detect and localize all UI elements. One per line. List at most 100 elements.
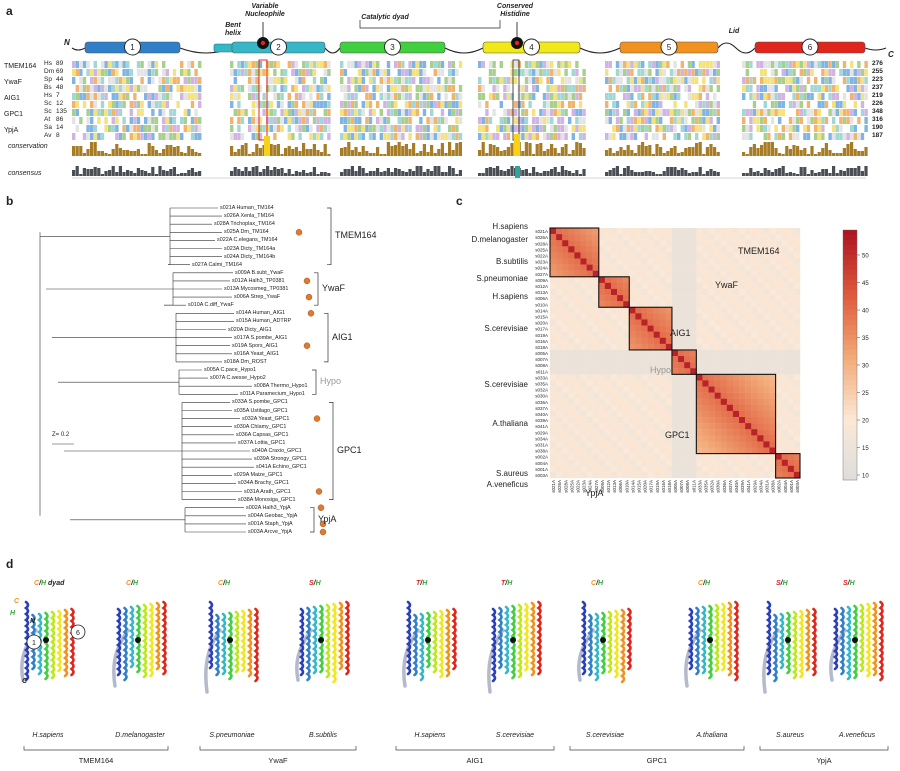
residue-cell bbox=[864, 61, 868, 68]
heatmap-cell bbox=[708, 319, 715, 326]
species-code: Sc bbox=[44, 108, 52, 115]
heatmap-cell bbox=[769, 362, 776, 369]
residue-cell bbox=[118, 101, 123, 108]
residue-cell bbox=[695, 101, 699, 108]
residue-cell bbox=[412, 93, 416, 100]
heatmap-cell bbox=[775, 276, 782, 284]
dyad-nucleophile: C bbox=[698, 580, 704, 587]
heatmap-cell bbox=[739, 453, 746, 460]
residue-cell bbox=[666, 69, 670, 76]
heatmap-cell bbox=[781, 246, 789, 253]
alignment-graphic bbox=[72, 59, 868, 179]
residue-cell bbox=[448, 77, 452, 84]
residue-cell bbox=[781, 125, 785, 132]
heatmap-cell bbox=[751, 423, 758, 430]
heatmap-cell bbox=[739, 410, 746, 418]
residue-cell bbox=[343, 117, 347, 124]
residue-cell bbox=[365, 77, 369, 84]
active-site-marker bbox=[852, 637, 858, 643]
heatmap-cell bbox=[696, 270, 703, 277]
heatmap-cell bbox=[781, 288, 789, 296]
heatmap-cell bbox=[568, 325, 575, 332]
residue-cell bbox=[713, 125, 717, 132]
residue-cell bbox=[705, 101, 710, 108]
heatmap-cell bbox=[586, 392, 593, 399]
residue-cell bbox=[183, 61, 187, 68]
heatmap-cell bbox=[617, 459, 624, 467]
residue-cell bbox=[358, 125, 362, 132]
residue-cell bbox=[75, 117, 79, 124]
conservation-bar bbox=[796, 146, 800, 156]
residue-cell bbox=[560, 77, 565, 84]
heatmap-cell bbox=[751, 368, 758, 375]
residue-cell bbox=[557, 85, 561, 92]
residue-cell bbox=[571, 125, 575, 132]
residue-cell bbox=[560, 117, 565, 124]
residue-cell bbox=[276, 69, 281, 76]
tree-leaf-label: s002A Halh3_YpjA bbox=[246, 504, 291, 511]
residue-cell bbox=[108, 61, 112, 68]
heatmap-cell bbox=[720, 386, 728, 393]
residue-cell bbox=[437, 117, 441, 124]
residue-cell bbox=[100, 109, 105, 116]
heatmap-cell bbox=[586, 471, 593, 479]
heatmap-cell bbox=[556, 331, 563, 338]
residue-cell bbox=[839, 125, 843, 132]
heatmap-cell bbox=[629, 295, 636, 302]
heatmap-cell bbox=[641, 240, 648, 247]
consensus-bar bbox=[506, 169, 510, 176]
heatmap-cell bbox=[757, 276, 764, 284]
consensus-bar bbox=[535, 172, 539, 176]
residue-cell bbox=[630, 93, 634, 100]
heatmap-cell bbox=[769, 331, 776, 338]
heatmap-cell bbox=[562, 417, 569, 424]
heatmap-cell bbox=[793, 313, 801, 320]
residue-cell bbox=[361, 109, 365, 116]
residue-cell bbox=[86, 61, 90, 68]
heatmap-cell bbox=[696, 288, 703, 296]
residue-cell bbox=[850, 69, 854, 76]
residue-cell bbox=[386, 125, 391, 132]
heatmap-cell bbox=[726, 398, 734, 406]
residue-cell bbox=[550, 101, 554, 108]
heatmap-cell bbox=[690, 447, 697, 454]
conservation-bar bbox=[151, 146, 155, 156]
heatmap-cell bbox=[598, 362, 606, 369]
colorbar-segment bbox=[843, 395, 857, 401]
heatmap-cell bbox=[586, 301, 593, 308]
heatmap-cell bbox=[696, 307, 703, 314]
helix-ribbon bbox=[497, 606, 503, 670]
heatmap-cell bbox=[556, 343, 563, 351]
heatmap-cell bbox=[739, 307, 746, 314]
heatmap-cell bbox=[684, 459, 691, 467]
heatmap-cell bbox=[696, 240, 703, 247]
residue-cell bbox=[262, 85, 266, 92]
conservation-bar bbox=[365, 151, 369, 156]
helix-ribbon bbox=[619, 608, 626, 684]
residue-cell bbox=[864, 101, 868, 108]
residue-cell bbox=[637, 93, 641, 100]
heatmap-cell bbox=[763, 435, 770, 442]
heatmap-col-id: s009A bbox=[600, 480, 605, 493]
heatmap-cell bbox=[739, 429, 746, 436]
heatmap-cell bbox=[781, 423, 789, 430]
residue-cell bbox=[194, 77, 198, 84]
heatmap-cell bbox=[574, 276, 581, 284]
heatmap-cell bbox=[623, 368, 630, 375]
heatmap-cell bbox=[598, 240, 606, 247]
residue-cell bbox=[756, 69, 760, 76]
residue-cell bbox=[376, 133, 380, 140]
residue-cell bbox=[266, 117, 270, 124]
heatmap-cell bbox=[696, 349, 703, 357]
residue-cell bbox=[401, 101, 405, 108]
residue-cell bbox=[850, 77, 854, 84]
heatmap-row-id: s016A bbox=[535, 339, 548, 344]
heatmap-cell bbox=[659, 417, 667, 424]
residue-cell bbox=[151, 101, 155, 108]
helix-ribbon bbox=[871, 601, 878, 677]
heatmap-cell bbox=[745, 404, 752, 412]
residue-cell bbox=[499, 109, 503, 116]
residue-cell bbox=[626, 69, 630, 76]
dyad-separator: / bbox=[703, 580, 706, 587]
residue-cell bbox=[488, 61, 493, 68]
